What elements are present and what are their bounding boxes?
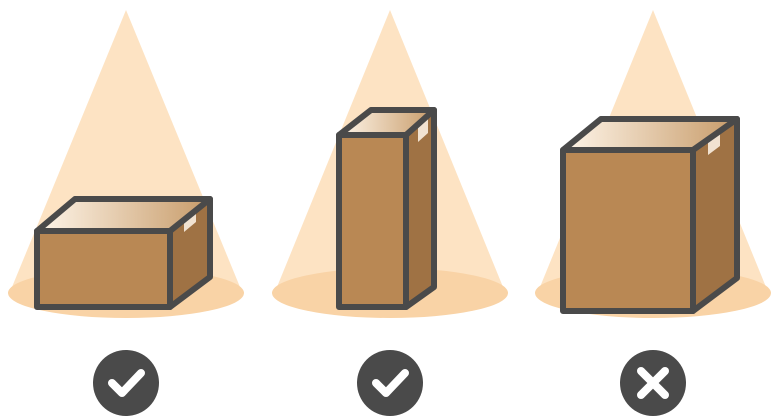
status-cross [620,350,686,416]
box-large-cube [563,119,737,311]
box-front [37,231,170,307]
panel-large-box [535,10,771,416]
box-front [563,150,693,311]
status-check [93,350,159,416]
box-front [339,135,406,307]
box-low-wide [37,199,210,307]
box-tall-narrow [339,110,434,307]
panel-low-box [8,10,244,416]
status-check [357,350,423,416]
panel-tall-box [272,10,508,416]
